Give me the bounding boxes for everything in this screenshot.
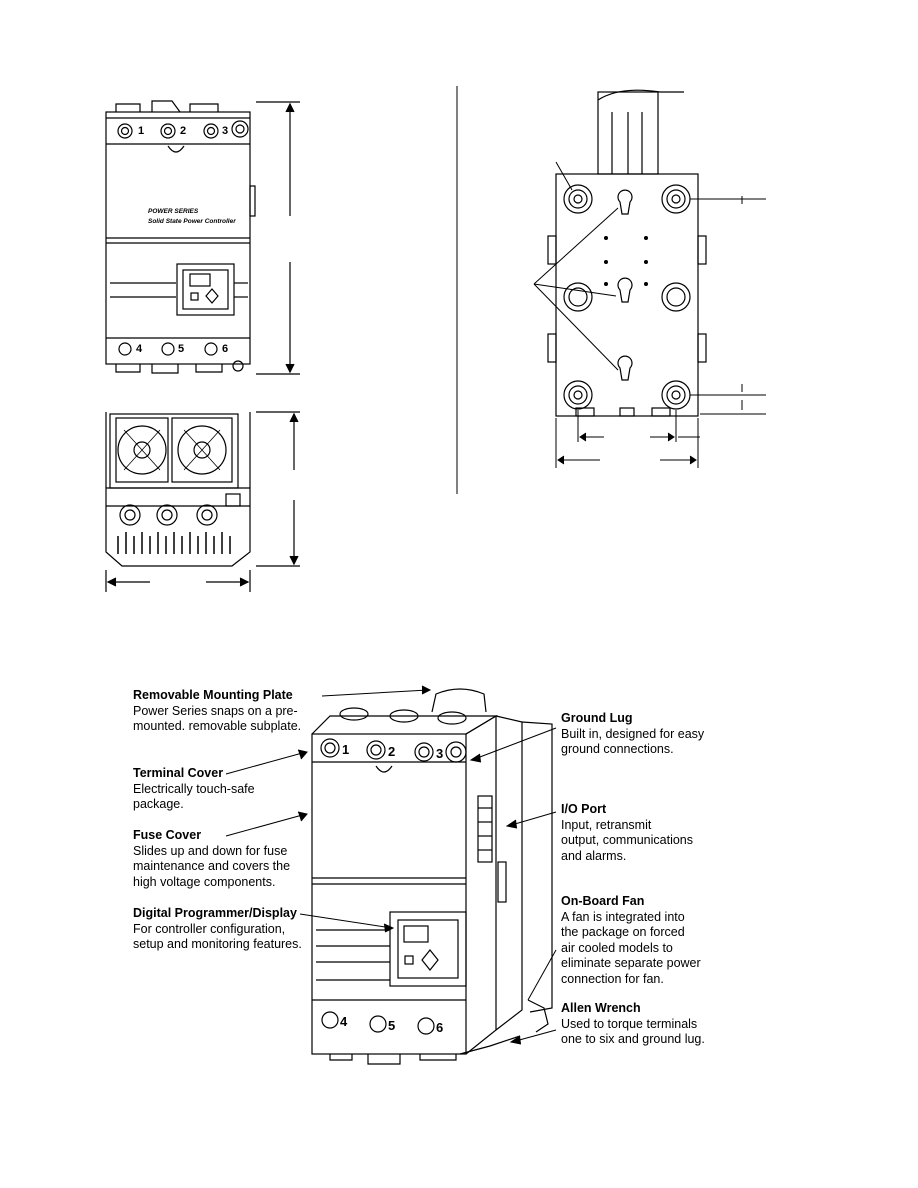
- callout-terminal-cover-title: Terminal Cover: [133, 766, 224, 780]
- iso-terminal-label-3: 3: [436, 746, 444, 761]
- callout-ground-lug-desc: Built in, designed for easy ground conne…: [561, 726, 705, 757]
- iso-view-drawing: [311, 688, 553, 1065]
- rear-view-holes: [604, 236, 648, 286]
- iso-terminal-label-1: 1: [342, 742, 350, 757]
- callout-terminal-cover-desc: Electrically touch-safe package.: [133, 781, 255, 812]
- front-view-dimensions: [256, 101, 300, 375]
- rear-view-leaders: [533, 161, 766, 468]
- front-terminal-label-5: 5: [178, 343, 185, 355]
- iso-terminal-label-6: 6: [436, 1020, 444, 1035]
- front-terminal-label-1: 1: [138, 125, 145, 137]
- callout-allen-wrench-desc: Used to torque terminals one to six and …: [561, 1016, 705, 1047]
- callout-allen-wrench: Allen Wrench Used to torque terminals on…: [561, 1001, 731, 1048]
- front-terminal-label-6: 6: [222, 343, 229, 355]
- top-view-drawing: [105, 412, 251, 567]
- callout-ground-lug-title: Ground Lug: [561, 711, 633, 725]
- callout-mounting-plate-desc: Power Series snaps on a pre- mounted. re…: [133, 703, 302, 734]
- callout-programmer: Digital Programmer/Display For controlle…: [133, 906, 313, 953]
- front-brand-line-2: Solid State Power Controller: [148, 218, 236, 225]
- callout-io-port-title: I/O Port: [561, 802, 607, 816]
- callout-terminal-cover: Terminal Cover Electrically touch-safe p…: [133, 766, 303, 813]
- callout-fuse-cover: Fuse Cover Slides up and down for fuse m…: [133, 828, 308, 890]
- iso-terminal-label-5: 5: [388, 1018, 396, 1033]
- iso-terminal-label-2: 2: [388, 744, 396, 759]
- callout-fuse-cover-desc: Slides up and down for fuse maintenance …: [133, 843, 291, 889]
- callout-programmer-desc: For controller configuration, setup and …: [133, 921, 302, 952]
- rear-view-drawing: [547, 89, 707, 417]
- callout-leaders: [225, 685, 557, 1045]
- front-view-drawing: [105, 100, 256, 374]
- callout-allen-wrench-title: Allen Wrench: [561, 1001, 641, 1015]
- front-terminal-label-4: 4: [136, 343, 143, 355]
- top-view-dimensions: [105, 411, 300, 592]
- callout-io-port-desc: Input, retransmit output, communications…: [561, 817, 694, 863]
- front-brand-line-1: POWER SERIES: [148, 208, 199, 215]
- iso-terminal-label-4: 4: [340, 1014, 348, 1029]
- callout-fan: On-Board Fan A fan is integrated into th…: [561, 894, 731, 987]
- callout-fuse-cover-title: Fuse Cover: [133, 828, 202, 842]
- callout-ground-lug: Ground Lug Built in, designed for easy g…: [561, 711, 731, 758]
- callout-mounting-plate-title: Removable Mounting Plate: [133, 688, 293, 702]
- front-terminal-label-3: 3: [222, 125, 229, 137]
- callout-programmer-title: Digital Programmer/Display: [133, 906, 297, 920]
- front-terminal-label-2: 2: [180, 125, 187, 137]
- callout-io-port: I/O Port Input, retransmit output, commu…: [561, 802, 731, 864]
- callout-fan-title: On-Board Fan: [561, 894, 645, 908]
- callout-mounting-plate: Removable Mounting Plate Power Series sn…: [133, 688, 313, 735]
- callout-fan-desc: A fan is integrated into the package on …: [561, 909, 701, 986]
